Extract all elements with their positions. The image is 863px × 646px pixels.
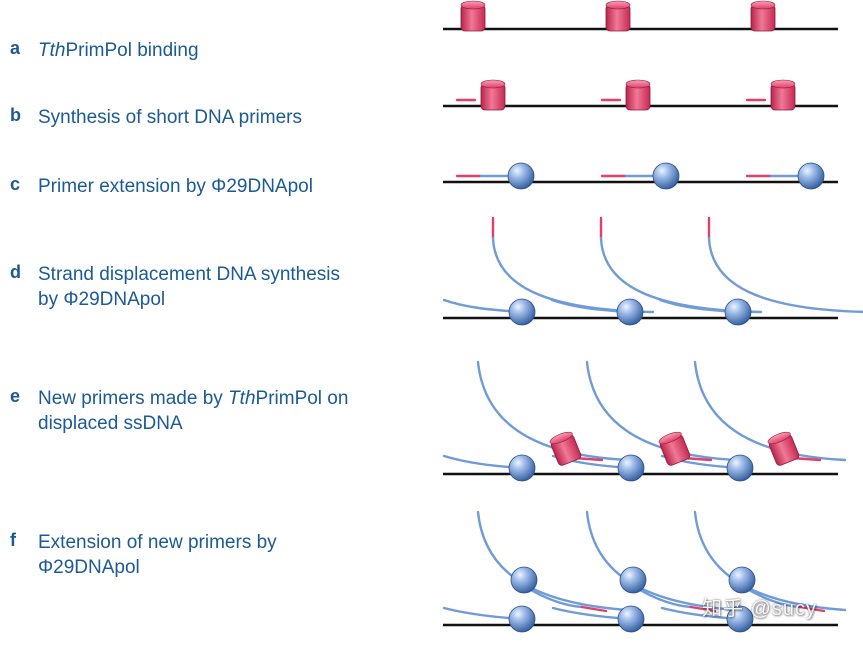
- primpol-top: [480, 79, 506, 89]
- primpol-protein: [625, 79, 651, 111]
- primpol-protein: [750, 0, 776, 32]
- primpol-protein: [460, 0, 486, 32]
- text: Extension of new primers by: [38, 532, 277, 553]
- step-description-line: New primers made by TthPrimPol on: [38, 386, 428, 411]
- polymerase-protein: [728, 566, 756, 594]
- step-description-line: by Φ29DNApol: [38, 287, 428, 312]
- polymerase-protein: [617, 605, 645, 633]
- step-description-line: Extension of new primers by: [38, 530, 428, 555]
- text: Primer extension by Φ29DNApol: [38, 176, 313, 197]
- primpol-top: [549, 431, 573, 445]
- polymerase-protein: [797, 162, 825, 190]
- polymerase-protein: [616, 298, 644, 326]
- primpol-protein: [480, 79, 506, 111]
- italic-text: Tth: [228, 388, 256, 409]
- polymerase-protein: [726, 605, 754, 633]
- step-description-line: Strand displacement DNA synthesis: [38, 262, 428, 287]
- displaced-strand: [476, 360, 630, 462]
- step-description: Synthesis of short DNA primers: [38, 105, 428, 130]
- step-letter: d: [10, 262, 21, 282]
- text: displaced ssDNA: [38, 413, 183, 434]
- polymerase-protein: [510, 566, 538, 594]
- polymerase-protein: [652, 162, 680, 190]
- new-primer-strand: [798, 605, 826, 613]
- polymerase-protein: [617, 454, 645, 482]
- primpol-top: [658, 431, 682, 445]
- polymerase-protein: [724, 298, 752, 326]
- step-description-line: Primer extension by Φ29DNApol: [38, 174, 428, 199]
- text: by Φ29DNApol: [38, 289, 166, 310]
- primpol-top: [770, 79, 796, 89]
- watermark-text: 知乎 @sucy: [702, 598, 817, 620]
- text: Synthesis of short DNA primers: [38, 107, 302, 128]
- step-description: TthPrimPol binding: [38, 38, 428, 63]
- step-description: Primer extension by Φ29DNApol: [38, 174, 428, 199]
- polymerase-protein: [508, 454, 536, 482]
- primpol-top: [750, 0, 776, 10]
- polymerase-protein: [507, 162, 535, 190]
- step-letter: e: [10, 386, 21, 406]
- polymerase-protein: [726, 454, 754, 482]
- displaced-strand: [693, 360, 847, 462]
- primpol-protein: [767, 431, 800, 466]
- step-description: Strand displacement DNA synthesis by Φ29D…: [38, 262, 428, 312]
- displaced-strand: [707, 236, 863, 314]
- primpol-top: [767, 431, 791, 445]
- primpol-protein: [605, 0, 631, 32]
- strand-layer: [442, 27, 863, 627]
- step-description-line: displaced ssDNA: [38, 411, 428, 436]
- text: Strand displacement DNA synthesis: [38, 264, 341, 285]
- protein-layer: [460, 0, 825, 633]
- step-description-line: Synthesis of short DNA primers: [38, 105, 428, 130]
- step-letter: c: [10, 174, 21, 194]
- primpol-top: [605, 0, 631, 10]
- text: PrimPol on: [255, 388, 349, 409]
- new-primer-strand: [689, 605, 717, 613]
- step-description: Extension of new primers by Φ29DNApol: [38, 530, 428, 580]
- polymerase-protein: [508, 605, 536, 633]
- step-description-line: Φ29DNApol: [38, 555, 428, 580]
- text: PrimPol binding: [65, 40, 199, 61]
- text: Φ29DNApol: [38, 557, 140, 578]
- primpol-top: [460, 0, 486, 10]
- step-letter: f: [10, 530, 16, 550]
- primpol-protein: [770, 79, 796, 111]
- italic-text: Tth: [38, 40, 66, 61]
- polymerase-protein: [508, 298, 536, 326]
- polymerase-protein: [619, 566, 647, 594]
- text: New primers made by: [38, 388, 229, 409]
- primpol-top: [625, 79, 651, 89]
- step-description-line: TthPrimPol binding: [38, 38, 428, 63]
- primpol-protein: [658, 431, 691, 466]
- step-letter: b: [10, 105, 21, 125]
- new-primer-strand: [580, 605, 608, 613]
- displaced-strand: [585, 360, 739, 462]
- primpol-protein: [549, 431, 582, 466]
- step-letter: a: [10, 38, 21, 58]
